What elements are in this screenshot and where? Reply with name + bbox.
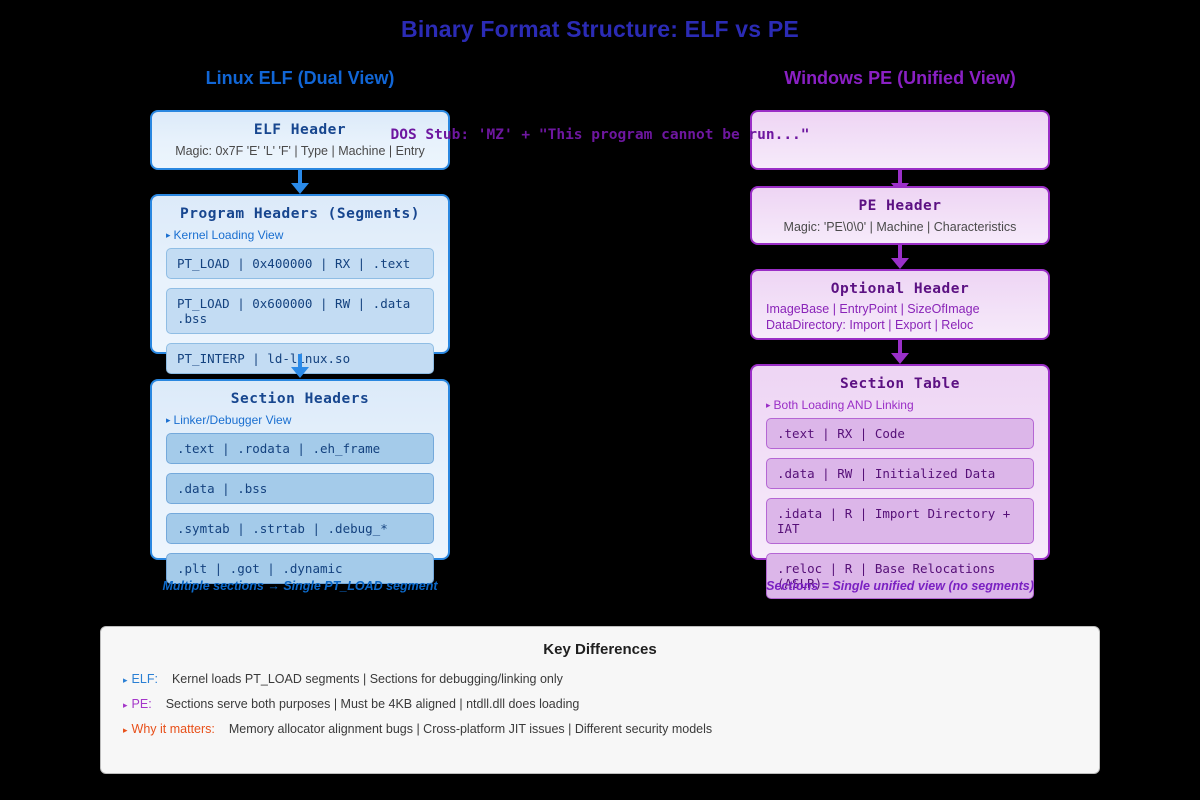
arrow-head: [891, 258, 909, 269]
pe-arrow-3-icon: [890, 340, 910, 364]
triangle-marker-icon: ▸: [123, 700, 128, 710]
arrow-head: [291, 183, 309, 194]
arrow-stem: [298, 354, 302, 367]
list-item[interactable]: .text | .rodata | .eh_frame: [166, 433, 434, 464]
key-difference-row-pe: ▸ PE: Sections serve both purposes | Mus…: [123, 697, 1077, 711]
optional-header-title: Optional Header: [830, 281, 970, 297]
list-item[interactable]: PT_LOAD | 0x400000 | RX | .text: [166, 248, 434, 279]
key-difference-label: Why it matters:: [131, 722, 215, 736]
program-headers-panel[interactable]: Program Headers (Segments) ▸Kernel Loadi…: [150, 194, 450, 374]
elf-arrow-1-icon: [290, 170, 310, 194]
key-difference-label: PE:: [131, 697, 152, 711]
elf-header-panel[interactable]: ELF Header Magic: 0x7F 'E' 'L' 'F' | Typ…: [150, 110, 450, 170]
dos-stub-panel[interactable]: [750, 110, 1050, 170]
triangle-marker-icon: ▸: [766, 399, 771, 410]
pe-footnote: Sections = Single unified view (no segme…: [766, 579, 1034, 593]
key-difference-label: ELF:: [131, 672, 158, 686]
pe-arrow-2-icon: [890, 245, 910, 269]
list-item[interactable]: .plt | .got | .dynamic: [166, 553, 434, 584]
arrow-head: [891, 353, 909, 364]
pe-header-panel[interactable]: PE Header Magic: 'PE\0\0' | Machine | Ch…: [750, 186, 1050, 245]
optional-header-panel[interactable]: Optional Header ImageBase | EntryPoint |…: [750, 269, 1050, 340]
section-headers-note-text: Linker/Debugger View: [173, 413, 292, 427]
optional-header-detail-1: ImageBase | EntryPoint | SizeOfImage: [766, 302, 980, 316]
elf-column: Linux ELF (Dual View): [80, 68, 520, 101]
section-headers-title: Section Headers: [230, 391, 370, 407]
section-table-panel[interactable]: Section Table ▸Both Loading AND Linking …: [750, 364, 1050, 599]
list-item[interactable]: .idata | R | Import Directory + IAT: [766, 498, 1034, 544]
key-difference-row-why: ▸ Why it matters: Memory allocator align…: [123, 722, 1077, 736]
optional-header-detail-2: DataDirectory: Import | Export | Reloc: [766, 317, 974, 332]
section-headers-panel[interactable]: Section Headers ▸Linker/Debugger View .t…: [150, 379, 450, 584]
section-table-note-text: Both Loading AND Linking: [773, 398, 914, 412]
triangle-marker-icon: ▸: [123, 725, 128, 735]
section-table-title: Section Table: [840, 376, 960, 392]
elf-column-heading: Linux ELF (Dual View): [205, 68, 395, 88]
arrow-stem: [898, 170, 902, 183]
key-difference-text: Sections serve both purposes | Must be 4…: [165, 697, 580, 711]
pe-column-heading: Windows PE (Unified View): [784, 68, 1016, 88]
pe-header-title: PE Header: [858, 198, 942, 214]
program-headers-title: Program Headers (Segments): [180, 206, 420, 222]
list-item[interactable]: .symtab | .strtab | .debug_*: [166, 513, 434, 544]
pe-column: Windows PE (Unified View): [680, 68, 1120, 101]
program-headers-note: ▸Kernel Loading View: [166, 228, 434, 242]
section-headers-note: ▸Linker/Debugger View: [166, 413, 434, 427]
key-difference-row-elf: ▸ ELF: Kernel loads PT_LOAD segments | S…: [123, 672, 1077, 686]
arrow-stem: [898, 245, 902, 258]
key-differences-panel: Key Differences ▸ ELF: Kernel loads PT_L…: [100, 626, 1100, 774]
list-item[interactable]: PT_LOAD | 0x600000 | RW | .data .bss: [166, 288, 434, 334]
elf-footnote: Multiple sections → Single PT_LOAD segme…: [162, 579, 438, 593]
list-item[interactable]: .data | RW | Initialized Data: [766, 458, 1034, 489]
arrow-head: [291, 367, 309, 378]
list-item[interactable]: .data | .bss: [166, 473, 434, 504]
list-item[interactable]: .text | RX | Code: [766, 418, 1034, 449]
arrow-stem: [298, 170, 302, 183]
triangle-marker-icon: ▸: [166, 229, 171, 240]
key-differences-title: Key Differences: [543, 641, 657, 658]
triangle-marker-icon: ▸: [166, 414, 171, 425]
elf-header-title: ELF Header: [253, 122, 347, 138]
program-headers-note-text: Kernel Loading View: [173, 228, 284, 242]
key-difference-text: Memory allocator alignment bugs | Cross-…: [228, 722, 713, 736]
page-title: Binary Format Structure: ELF vs PE: [401, 16, 799, 42]
arrow-stem: [898, 340, 902, 353]
elf-arrow-2-icon: [290, 354, 310, 378]
pe-header-subtitle: Magic: 'PE\0\0' | Machine | Characterist…: [783, 220, 1017, 234]
list-item[interactable]: .reloc | R | Base Relocations (ASLR): [766, 553, 1034, 599]
key-difference-text: Kernel loads PT_LOAD segments | Sections…: [171, 672, 563, 686]
triangle-marker-icon: ▸: [123, 675, 128, 685]
section-table-note: ▸Both Loading AND Linking: [766, 398, 1034, 412]
elf-header-subtitle: Magic: 0x7F 'E' 'L' 'F' | Type | Machine…: [175, 144, 425, 158]
